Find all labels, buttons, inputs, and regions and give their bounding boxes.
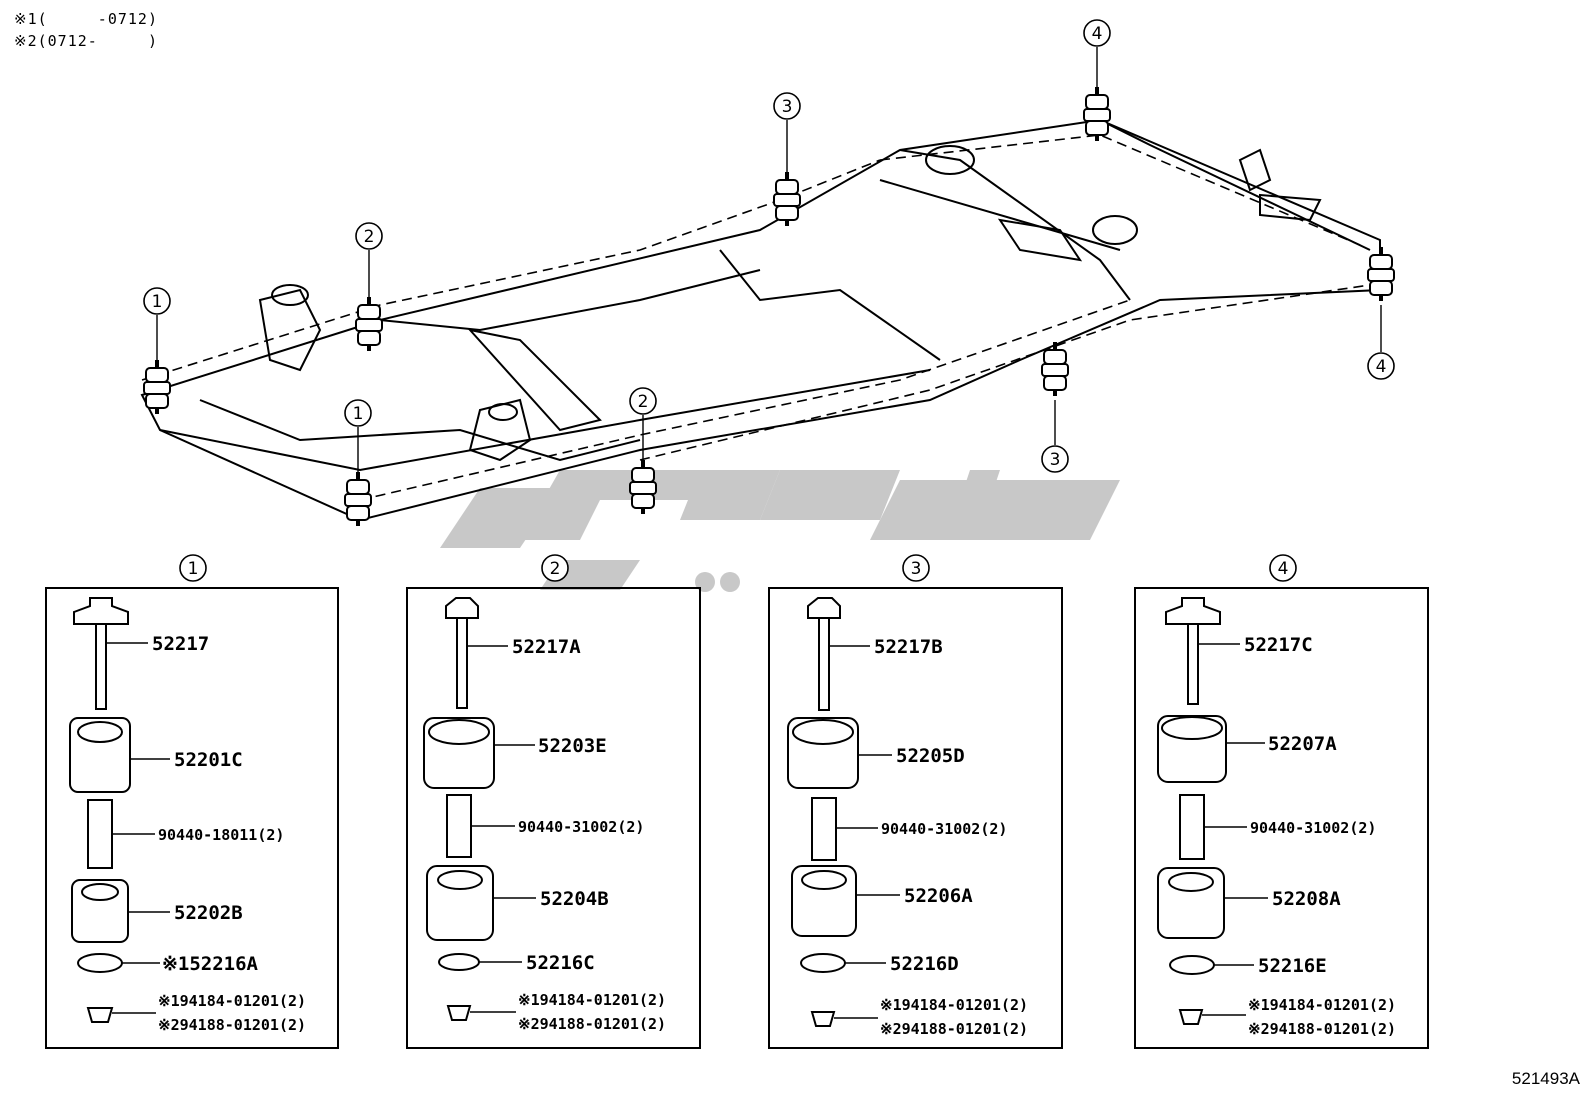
part-52201c: 52201C [174,749,243,771]
part-nut-94188-b4: ※294188-01201(2) [1248,1020,1396,1038]
part-90440-18011: 90440-18011(2) [158,826,284,844]
part-52205d: 52205D [896,745,965,767]
svg-text:2: 2 [638,392,649,412]
part-nut-94184-b2: ※194184-01201(2) [518,991,666,1009]
chassis-hidden-lines [141,134,1371,501]
svg-text:3: 3 [1050,450,1061,470]
note-2: ※2(0712- ) [14,32,158,50]
detail-box-3: 3 52217B 52205D 90440-31002(2) 52206A 52… [768,554,1063,1049]
detail-box-1-number: 1 [188,559,199,579]
part-52207a: 52207A [1268,733,1337,755]
mount-4-left [1082,85,1112,143]
detail-box-2: 2 52217A 52203E 90440-31002(2) 52204B 52… [406,554,701,1049]
mount-2-left [354,295,384,353]
part-nut-94184-b4: ※194184-01201(2) [1248,996,1396,1014]
mount-2-right [628,458,658,516]
frame-callouts [156,47,1382,472]
mount-3-right [1040,340,1070,398]
callout-1b: 1 [344,399,372,427]
callout-1a: 1 [143,287,171,315]
part-52206a: 52206A [904,885,973,907]
mount-1-right [343,470,373,528]
note-1: ※1( -0712) [14,10,158,28]
svg-text:4: 4 [1092,24,1103,44]
callout-2b: 2 [629,387,657,415]
part-90440-31002-b3: 90440-31002(2) [881,820,1007,838]
part-90440-31002-b4: 90440-31002(2) [1250,819,1376,837]
part-52216d: 52216D [890,953,959,975]
detail-box-4: 4 52217C 52207A 90440-31002(2) 52208A 52… [1134,554,1429,1049]
part-nut-94188-b3: ※294188-01201(2) [880,1020,1028,1038]
part-52202b: 52202B [174,902,243,924]
svg-text:3: 3 [782,97,793,117]
mount-3-left [772,170,802,228]
part-90440-31002-b2: 90440-31002(2) [518,818,644,836]
callout-3a: 3 [773,92,801,120]
callout-2a: 2 [355,222,383,250]
part-nut-94184: ※194184-01201(2) [158,992,306,1010]
chassis-frame [140,118,1381,522]
callout-4a: 4 [1083,19,1111,47]
part-52216c: 52216C [526,952,595,974]
part-52204b: 52204B [540,888,609,910]
part-52216e: 52216E [1258,955,1327,977]
part-nut-94188: ※294188-01201(2) [158,1016,306,1034]
diagram-id: 521493A [1511,1069,1580,1088]
watermark-logo [440,470,1120,592]
part-52217a: 52217A [512,636,581,658]
part-52208a: 52208A [1272,888,1341,910]
callout-3b: 3 [1041,445,1069,473]
part-52217b: 52217B [874,636,943,658]
detail-box-1: 1 52217 52201C 90440-18011(2) 52202B ※15… [45,554,339,1049]
part-52217c: 52217C [1244,634,1313,656]
mount-1-left [142,358,172,416]
detail-box-2-number: 2 [550,559,561,579]
mount-4-right [1366,245,1396,303]
svg-text:2: 2 [364,227,375,247]
part-52216a: ※152216A [162,953,259,975]
part-nut-94188-b2: ※294188-01201(2) [518,1015,666,1033]
svg-text:1: 1 [152,292,163,312]
callout-4b: 4 [1367,352,1395,380]
svg-text:1: 1 [353,404,364,424]
part-nut-94184-b3: ※194184-01201(2) [880,996,1028,1014]
part-52217: 52217 [152,633,209,655]
svg-text:4: 4 [1376,357,1387,377]
detail-box-4-number: 4 [1278,559,1289,579]
part-52203e: 52203E [538,735,607,757]
detail-box-3-number: 3 [911,559,922,579]
